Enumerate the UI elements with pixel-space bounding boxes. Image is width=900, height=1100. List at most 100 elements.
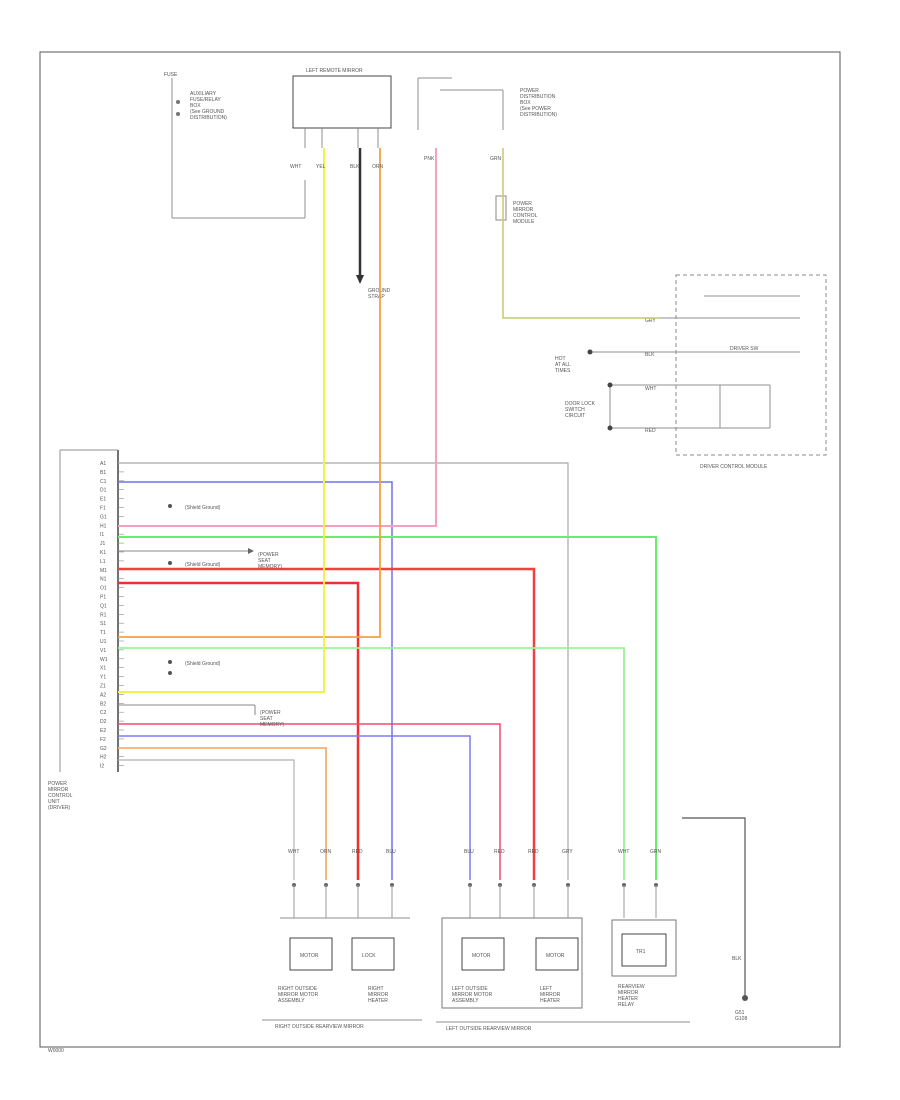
- wire-lightgreen-1: [118, 647, 625, 880]
- wire-red-1: [118, 567, 536, 880]
- wire-pink-ign: [118, 148, 437, 527]
- footer-code: W0000: [48, 1048, 64, 1054]
- module-pin-label: E1: [100, 497, 106, 503]
- module-pin-label: L1: [100, 559, 106, 565]
- module-pin-label: T1: [100, 630, 106, 636]
- svg-text:YEL: YEL: [316, 164, 326, 170]
- wire-green-1: [118, 536, 657, 880]
- module-pin-label: C1: [100, 479, 107, 485]
- module-pin-label: F1: [100, 506, 106, 512]
- wire-olive: [502, 148, 660, 319]
- svg-text:(Shield Ground): (Shield Ground): [185, 661, 221, 667]
- diagram-frame: [39, 51, 841, 1048]
- module-pin-label: H1: [100, 523, 107, 529]
- svg-text:BLK: BLK: [350, 164, 360, 170]
- lh-motor-a: MOTOR: [472, 953, 491, 959]
- svg-text:WHT: WHT: [290, 164, 301, 170]
- module-pin-label: G1: [100, 514, 107, 520]
- module-pin-label: I1: [100, 532, 104, 538]
- svg-text:BLK: BLK: [732, 956, 742, 962]
- wire-ground-right: [682, 817, 746, 995]
- wire-blue-2: [118, 735, 471, 880]
- mirror-switch: LEFT REMOTE MIRROR: [292, 68, 392, 148]
- svg-text:PNK: PNK: [424, 156, 435, 162]
- svg-text:GRN: GRN: [490, 156, 502, 162]
- svg-text:BLK: BLK: [645, 352, 655, 358]
- bottom-wire-label: RED: [352, 849, 363, 855]
- bottom-wire-label: ORN: [320, 849, 332, 855]
- module-pin-label: Y1: [100, 675, 106, 681]
- mirror-switch-label: LEFT REMOTE MIRROR: [306, 68, 363, 74]
- right-panel-title: DRIVER CONTROL MODULE: [700, 464, 768, 470]
- wire-orange-1: [118, 148, 381, 638]
- module-pin-label: V1: [100, 648, 106, 654]
- module-pin-label: E2: [100, 728, 106, 734]
- wire-labels-top: WHT YEL BLK ORN PNK GRN: [290, 156, 502, 170]
- module-pin-label: W1: [100, 657, 108, 663]
- svg-text:RED: RED: [645, 428, 656, 434]
- module-pin-label: D1: [100, 488, 107, 494]
- wire-gray-top: [118, 462, 569, 880]
- module-pin-label: A1: [100, 461, 106, 467]
- svg-text:WHT: WHT: [645, 386, 656, 392]
- wire-red-3: [118, 723, 501, 880]
- wire-orange-2: [118, 747, 327, 880]
- rh-motor-a: MOTOR: [300, 953, 319, 959]
- bottom-wire-label: WHT: [618, 849, 629, 855]
- module-pin-label: N1: [100, 577, 107, 583]
- module-pin-label: A2: [100, 692, 106, 698]
- module-pin-label: J1: [100, 541, 106, 547]
- rear-relay-box: TR1: [636, 949, 646, 955]
- module-pin-label: M1: [100, 568, 107, 574]
- module-pin-label: D2: [100, 719, 107, 725]
- module-pin-label: U1: [100, 639, 107, 645]
- bottom-wire-label: GRY: [562, 849, 573, 855]
- svg-text:GRY: GRY: [645, 318, 656, 324]
- module-pin-label: X1: [100, 666, 106, 672]
- svg-text:ORN: ORN: [372, 164, 384, 170]
- bottom-wire-label: RED: [494, 849, 505, 855]
- wire-blue-1: [118, 481, 393, 880]
- module-pin-label: B2: [100, 701, 106, 707]
- module-pin-label: S1: [100, 621, 106, 627]
- module-pin-label: F2: [100, 737, 106, 743]
- module-pin-label: I2: [100, 764, 104, 770]
- module-pin-label: Z1: [100, 684, 106, 690]
- bottom-wire-label: WHT: [288, 849, 299, 855]
- svg-text:(Shield Ground): (Shield Ground): [185, 505, 221, 511]
- module-pin-label: P1: [100, 595, 106, 601]
- rh-motor-b: LOCK: [362, 953, 376, 959]
- svg-text:DRIVER SW: DRIVER SW: [730, 346, 759, 352]
- bottom-wire-label: BLU: [464, 849, 474, 855]
- rh-bottom-label: RIGHT OUTSIDE REARVIEW MIRROR: [275, 1024, 364, 1030]
- module-pin-label: K1: [100, 550, 106, 556]
- module-pin-label: C2: [100, 710, 107, 716]
- lh-bottom-label: LEFT OUTSIDE REARVIEW MIRROR: [446, 1026, 532, 1032]
- module-pin-label: R1: [100, 612, 107, 618]
- wires: (Shield Ground) (Shield Ground) (Shield …: [118, 148, 746, 995]
- module-pins: A1B1C1D1E1F1G1H1I1J1K1L1M1N1O1P1Q1R1S1T1…: [100, 461, 124, 770]
- wire-red-2: [118, 581, 360, 880]
